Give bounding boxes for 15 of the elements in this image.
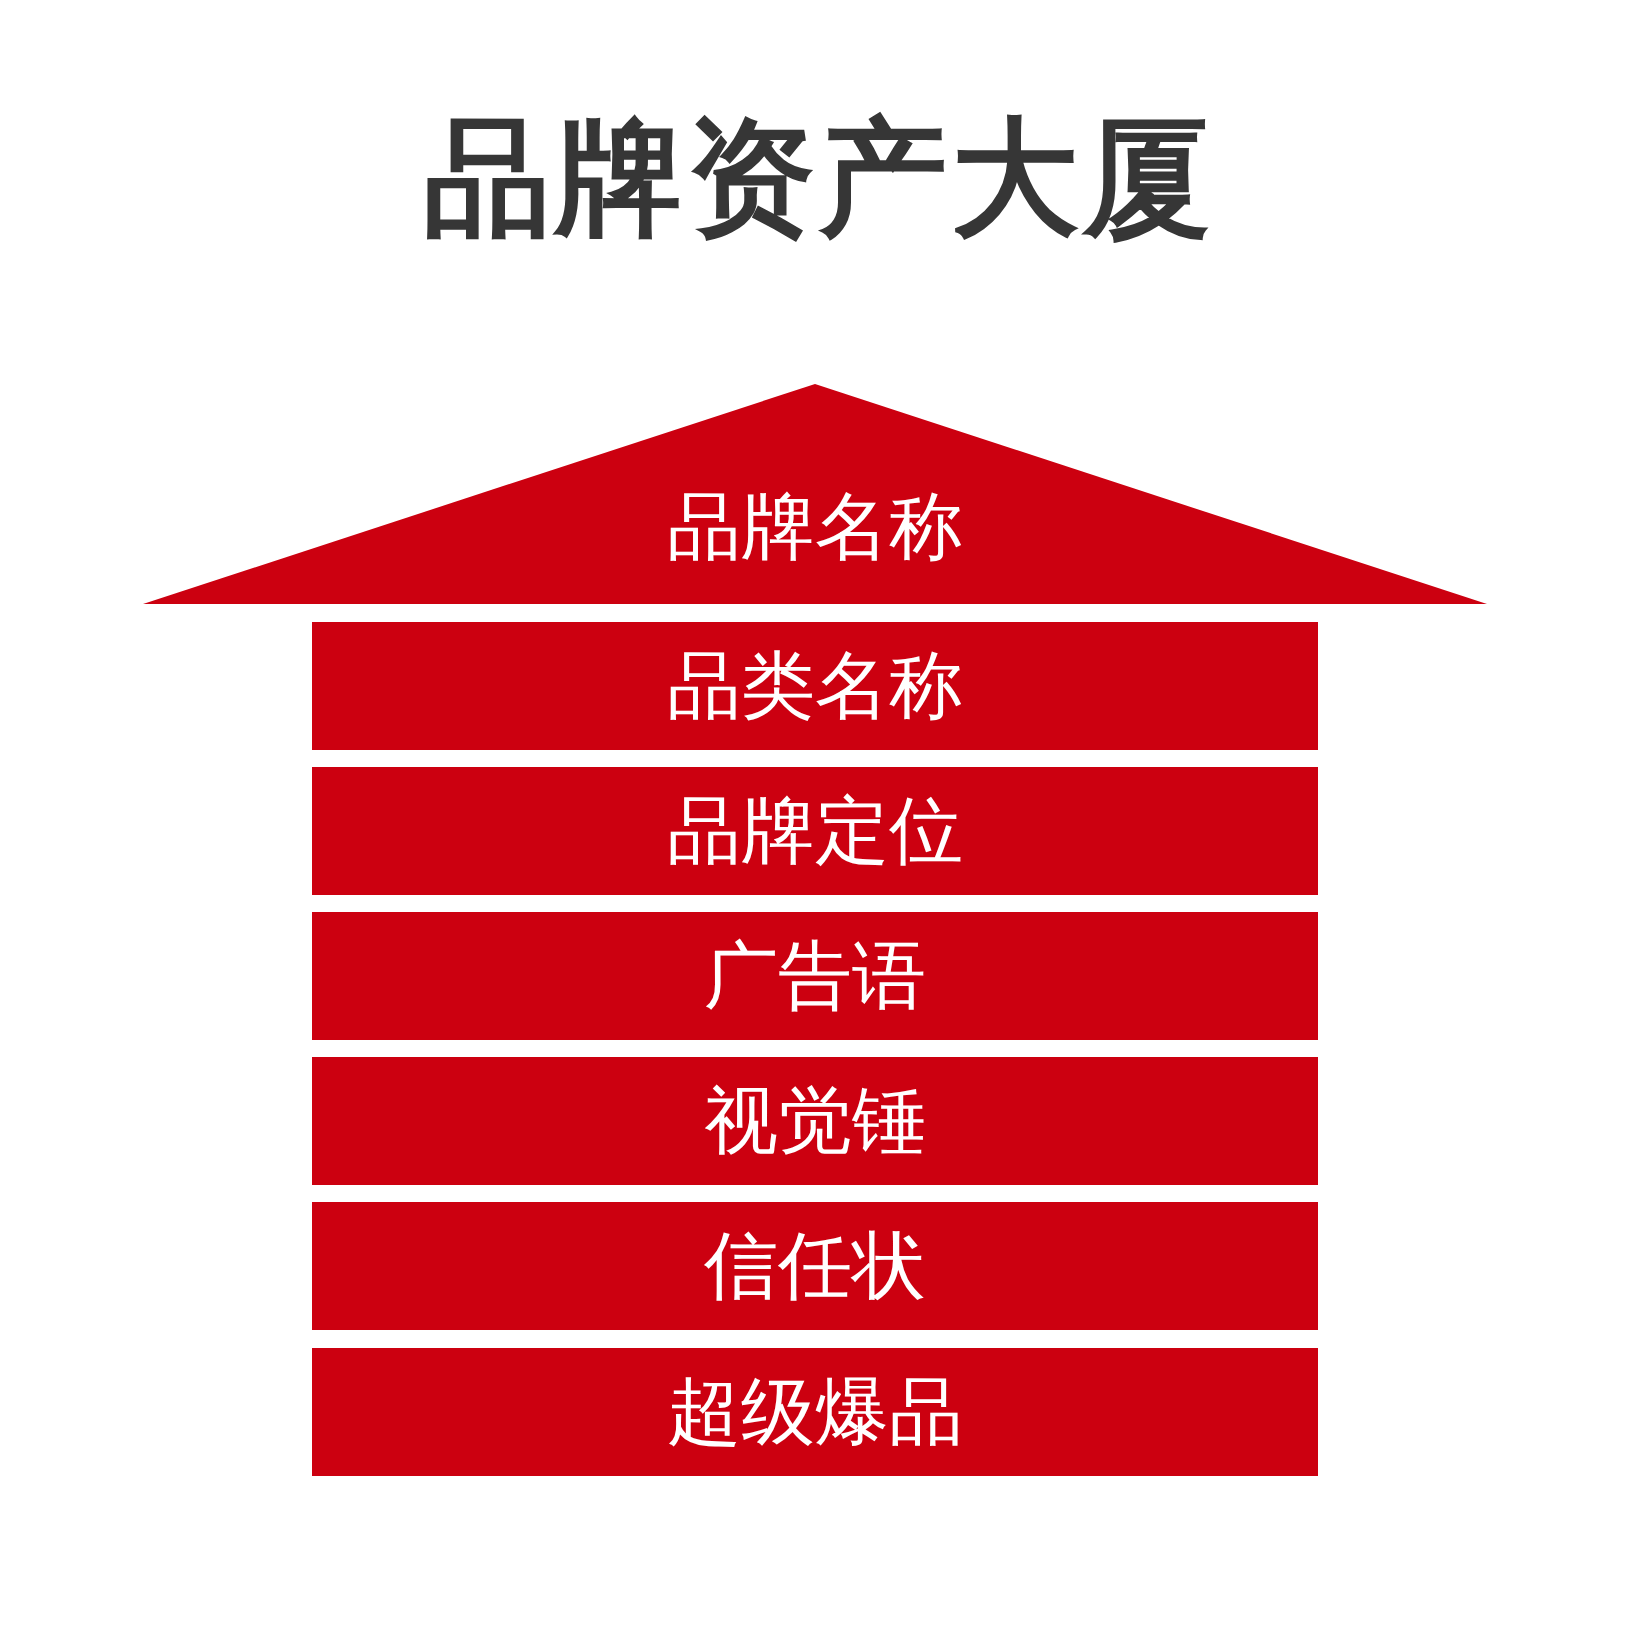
floor-bar bbox=[312, 1348, 1318, 1476]
node-label: 品牌名称 bbox=[667, 484, 963, 570]
node-label: 视觉锤 bbox=[704, 1078, 926, 1164]
floor-bar bbox=[312, 1057, 1318, 1185]
floor-bar bbox=[312, 1202, 1318, 1330]
roof-triangle bbox=[143, 384, 1487, 604]
floor-bar bbox=[312, 622, 1318, 750]
node-label: 超级爆品 bbox=[667, 1369, 963, 1455]
floor-bar bbox=[312, 912, 1318, 1040]
node-label: 信任状 bbox=[704, 1223, 926, 1309]
node-label: 品类名称 bbox=[667, 643, 963, 729]
node-label: 品牌定位 bbox=[667, 788, 963, 874]
node-label: 广告语 bbox=[704, 933, 926, 1019]
title: 品牌资产大厦 bbox=[423, 108, 1215, 249]
floor-bar bbox=[312, 767, 1318, 895]
